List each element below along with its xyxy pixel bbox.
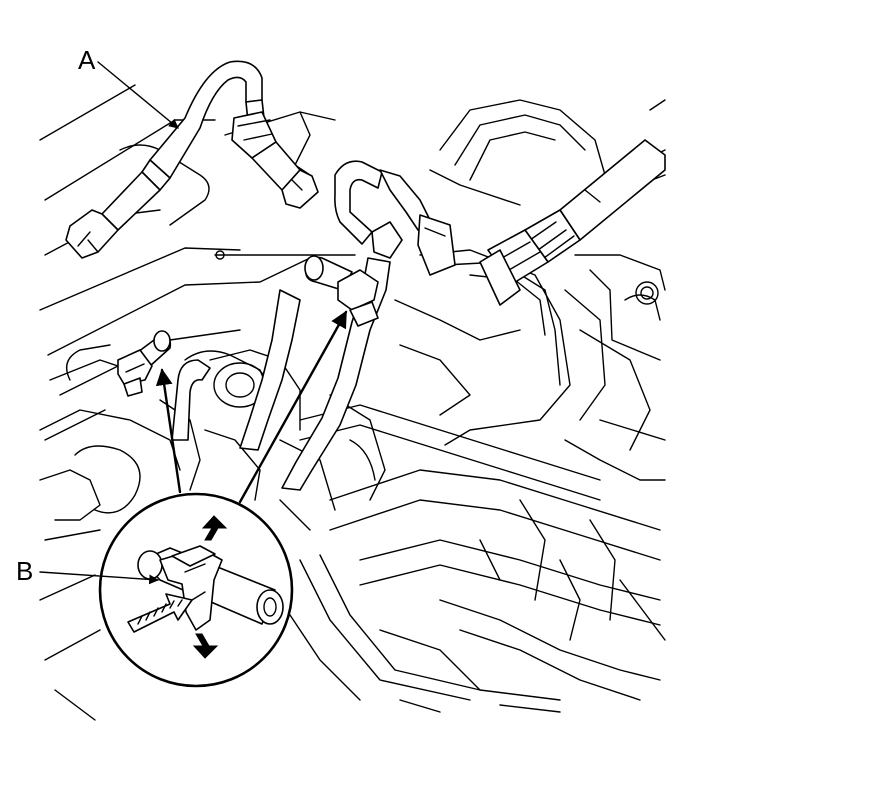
callout-b-label: B (16, 556, 34, 586)
callout-leaders (39, 61, 179, 585)
push-arrow-icon (127, 593, 193, 633)
installed-hoses (117, 160, 456, 491)
hose-a[interactable] (65, 60, 319, 259)
shift-cable (479, 139, 666, 306)
callout-a-label: A (78, 45, 96, 75)
clip-detail-view (98, 492, 294, 688)
release-direction-arrows (192, 515, 228, 659)
leader-arrows (155, 310, 348, 504)
engine-background-linework (39, 84, 666, 721)
